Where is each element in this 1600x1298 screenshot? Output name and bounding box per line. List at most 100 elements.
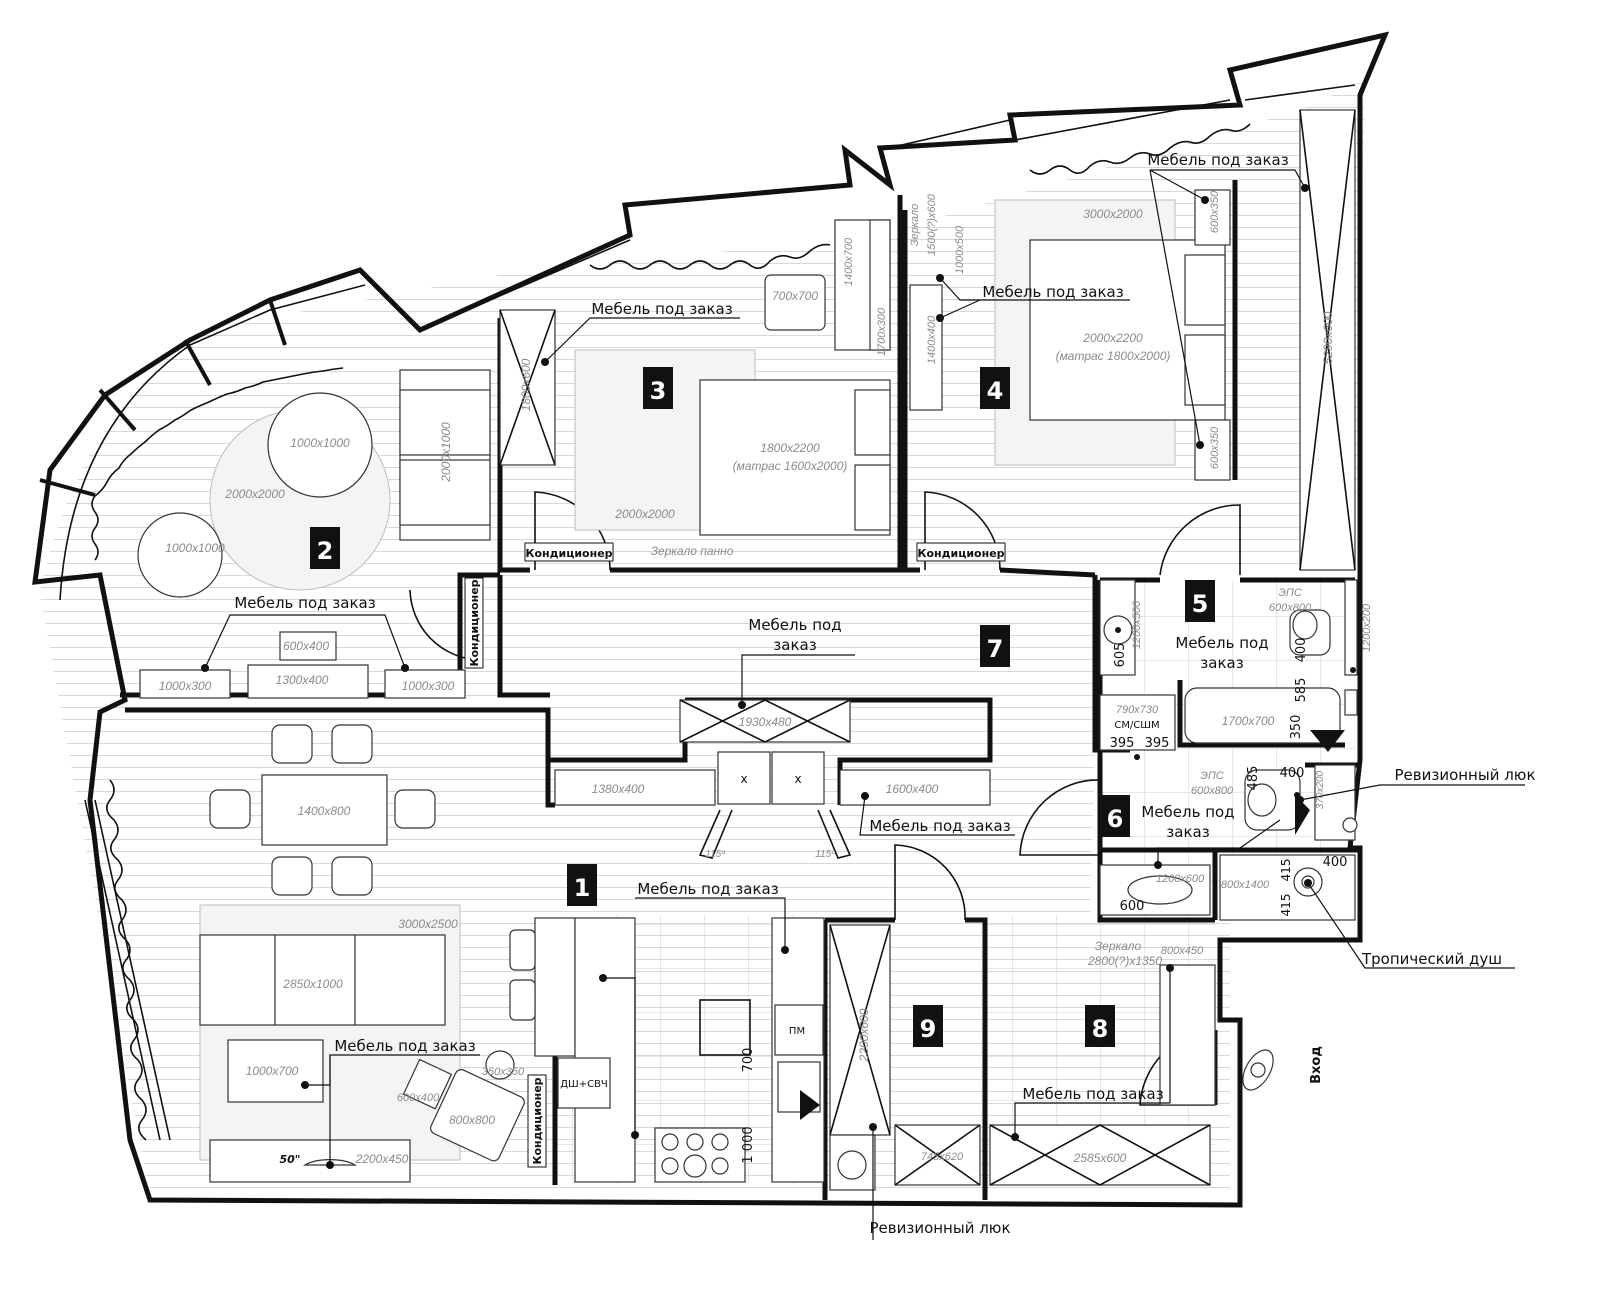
- label-mark-x2: x: [794, 772, 801, 786]
- svg-text:3000x2500: 3000x2500: [398, 917, 458, 931]
- room-number-9[interactable]: 9: [913, 1005, 943, 1047]
- svg-text:600: 600: [1120, 899, 1145, 914]
- svg-text:1: 1: [574, 874, 591, 902]
- svg-text:(матрас 1800x2000): (матрас 1800x2000): [1056, 349, 1171, 363]
- svg-text:2850x1000: 2850x1000: [282, 977, 343, 991]
- room-number-8[interactable]: 8: [1085, 1005, 1115, 1047]
- svg-text:400: 400: [1280, 766, 1305, 781]
- room-number-7[interactable]: 7: [980, 625, 1010, 667]
- svg-text:1380x400: 1380x400: [592, 782, 645, 796]
- label-dishwasher: ПМ: [789, 1026, 805, 1037]
- svg-text:3000x2000: 3000x2000: [1083, 207, 1143, 221]
- svg-text:800x450: 800x450: [1161, 945, 1204, 957]
- svg-text:1930x480: 1930x480: [739, 715, 792, 729]
- label-revision-hatch-bottom: Ревизионный люк: [869, 1219, 1010, 1237]
- svg-text:585: 585: [1294, 678, 1309, 703]
- room-4-furniture: [909, 109, 1356, 571]
- label-washer-dryer: СМ/СШМ: [1114, 720, 1159, 731]
- svg-text:(матрас 1600x2000): (матрас 1600x2000): [733, 459, 848, 473]
- svg-text:600x350: 600x350: [1209, 190, 1221, 233]
- svg-text:700x700: 700x700: [772, 289, 818, 303]
- living-furniture: [199, 724, 525, 1183]
- svg-text:600x800: 600x800: [1191, 785, 1234, 797]
- svg-text:485: 485: [1246, 766, 1261, 791]
- label-custom-furniture-kitchen: Мебель под заказ: [637, 880, 778, 898]
- svg-text:415: 415: [1279, 859, 1293, 882]
- svg-text:2000x2000: 2000x2000: [224, 487, 285, 501]
- svg-text:1400x400: 1400x400: [926, 315, 938, 364]
- dimension-labels: 1000x1000 2000x2000 1000x1000 2000x1000 …: [159, 190, 1373, 1166]
- room-number-3[interactable]: 3: [643, 367, 673, 409]
- label-custom-furniture-r4-top: Мебель под заказ: [1147, 151, 1288, 169]
- room-numbers[interactable]: 1 2 3 4 5 6 7 8 9: [310, 367, 1215, 1047]
- svg-text:ЭПС: ЭПС: [1278, 587, 1302, 599]
- svg-text:1200x500: 1200x500: [1131, 600, 1143, 649]
- svg-text:350: 350: [1289, 715, 1304, 740]
- room-5-fixtures: [1099, 579, 1358, 744]
- label-custom-furniture-r4: Мебель под заказ: [982, 283, 1123, 301]
- svg-text:400: 400: [1323, 855, 1348, 870]
- label-custom-furniture-living: Мебель под заказ: [334, 1037, 475, 1055]
- svg-text:800x1400: 800x1400: [1221, 879, 1270, 891]
- label-revision-hatch-top: Ревизионный люк: [1394, 766, 1535, 784]
- svg-text:1 000: 1 000: [741, 1126, 756, 1163]
- svg-text:115º: 115º: [815, 849, 836, 860]
- annotation-labels: Мебель под заказ Мебель под заказ Мебель…: [234, 151, 1535, 1237]
- label-custom-furniture-r8: Мебель под заказ: [1022, 1085, 1163, 1103]
- svg-text:1400x800: 1400x800: [298, 804, 351, 818]
- svg-text:600x350: 600x350: [1209, 426, 1221, 469]
- svg-text:700: 700: [741, 1048, 756, 1073]
- svg-text:800x800: 800x800: [449, 1113, 495, 1127]
- svg-text:1000x1000: 1000x1000: [290, 436, 350, 450]
- svg-text:1200x600: 1200x600: [1156, 873, 1205, 885]
- svg-text:1000x300: 1000x300: [402, 679, 455, 693]
- svg-text:1000x1000: 1000x1000: [165, 541, 225, 555]
- room-number-2[interactable]: 2: [310, 527, 340, 569]
- label-custom-furniture-r5-1: Мебель под: [1175, 634, 1268, 652]
- svg-text:600x800: 600x800: [1269, 602, 1312, 614]
- svg-text:Зеркало: Зеркало: [909, 204, 921, 247]
- svg-text:1000x500: 1000x500: [954, 225, 966, 274]
- svg-text:115º: 115º: [705, 849, 726, 860]
- svg-text:1700x300: 1700x300: [876, 307, 888, 356]
- svg-text:605: 605: [1113, 643, 1128, 668]
- svg-text:9: 9: [920, 1015, 937, 1043]
- svg-text:2: 2: [317, 537, 334, 565]
- label-ac-living: Кондиционер: [531, 1077, 544, 1164]
- room-9-furniture: [829, 924, 981, 1191]
- entrance-person-icon: [1242, 1049, 1274, 1091]
- svg-text:1000x700: 1000x700: [246, 1064, 299, 1078]
- svg-text:2000x2200: 2000x2200: [1082, 331, 1143, 345]
- label-custom-furniture-r7-1: Мебель под: [748, 616, 841, 634]
- label-tv: 50": [279, 1153, 300, 1166]
- room-number-4[interactable]: 4: [980, 367, 1010, 409]
- label-ac-r4: Кондиционер: [917, 547, 1004, 560]
- svg-text:8: 8: [1092, 1015, 1109, 1043]
- svg-text:2800(?)x1350: 2800(?)x1350: [1087, 954, 1162, 968]
- svg-text:400: 400: [1294, 638, 1309, 663]
- svg-text:ЭПС: ЭПС: [1200, 770, 1224, 782]
- label-entrance: Вход: [1309, 1046, 1324, 1084]
- svg-text:6: 6: [1107, 805, 1124, 833]
- room-number-5[interactable]: 5: [1185, 580, 1215, 622]
- label-mirror-panel: Зеркало панно: [651, 544, 734, 558]
- room-7-furniture: [679, 699, 851, 743]
- room-number-6[interactable]: 6: [1100, 795, 1130, 837]
- label-custom-furniture-r5-2: заказ: [1200, 654, 1243, 672]
- svg-text:2000x1000: 2000x1000: [439, 422, 453, 483]
- svg-text:350x350: 350x350: [482, 1066, 525, 1078]
- kitchen-furniture: [509, 751, 991, 1183]
- svg-text:745x620: 745x620: [921, 1151, 964, 1163]
- svg-text:395: 395: [1110, 736, 1135, 751]
- svg-text:395: 395: [1145, 736, 1170, 751]
- svg-text:Зеркало: Зеркало: [1095, 939, 1142, 953]
- leader-lines: [201, 169, 1525, 1240]
- svg-text:7: 7: [987, 635, 1004, 663]
- room-number-1[interactable]: 1: [567, 864, 597, 906]
- svg-text:1200x200: 1200x200: [1361, 603, 1373, 652]
- label-custom-furniture-r6-1: Мебель под: [1141, 803, 1234, 821]
- curtains: [91, 123, 1251, 1141]
- svg-text:1800x2200: 1800x2200: [760, 441, 820, 455]
- label-oven-micro: ДШ+СВЧ: [560, 1079, 608, 1090]
